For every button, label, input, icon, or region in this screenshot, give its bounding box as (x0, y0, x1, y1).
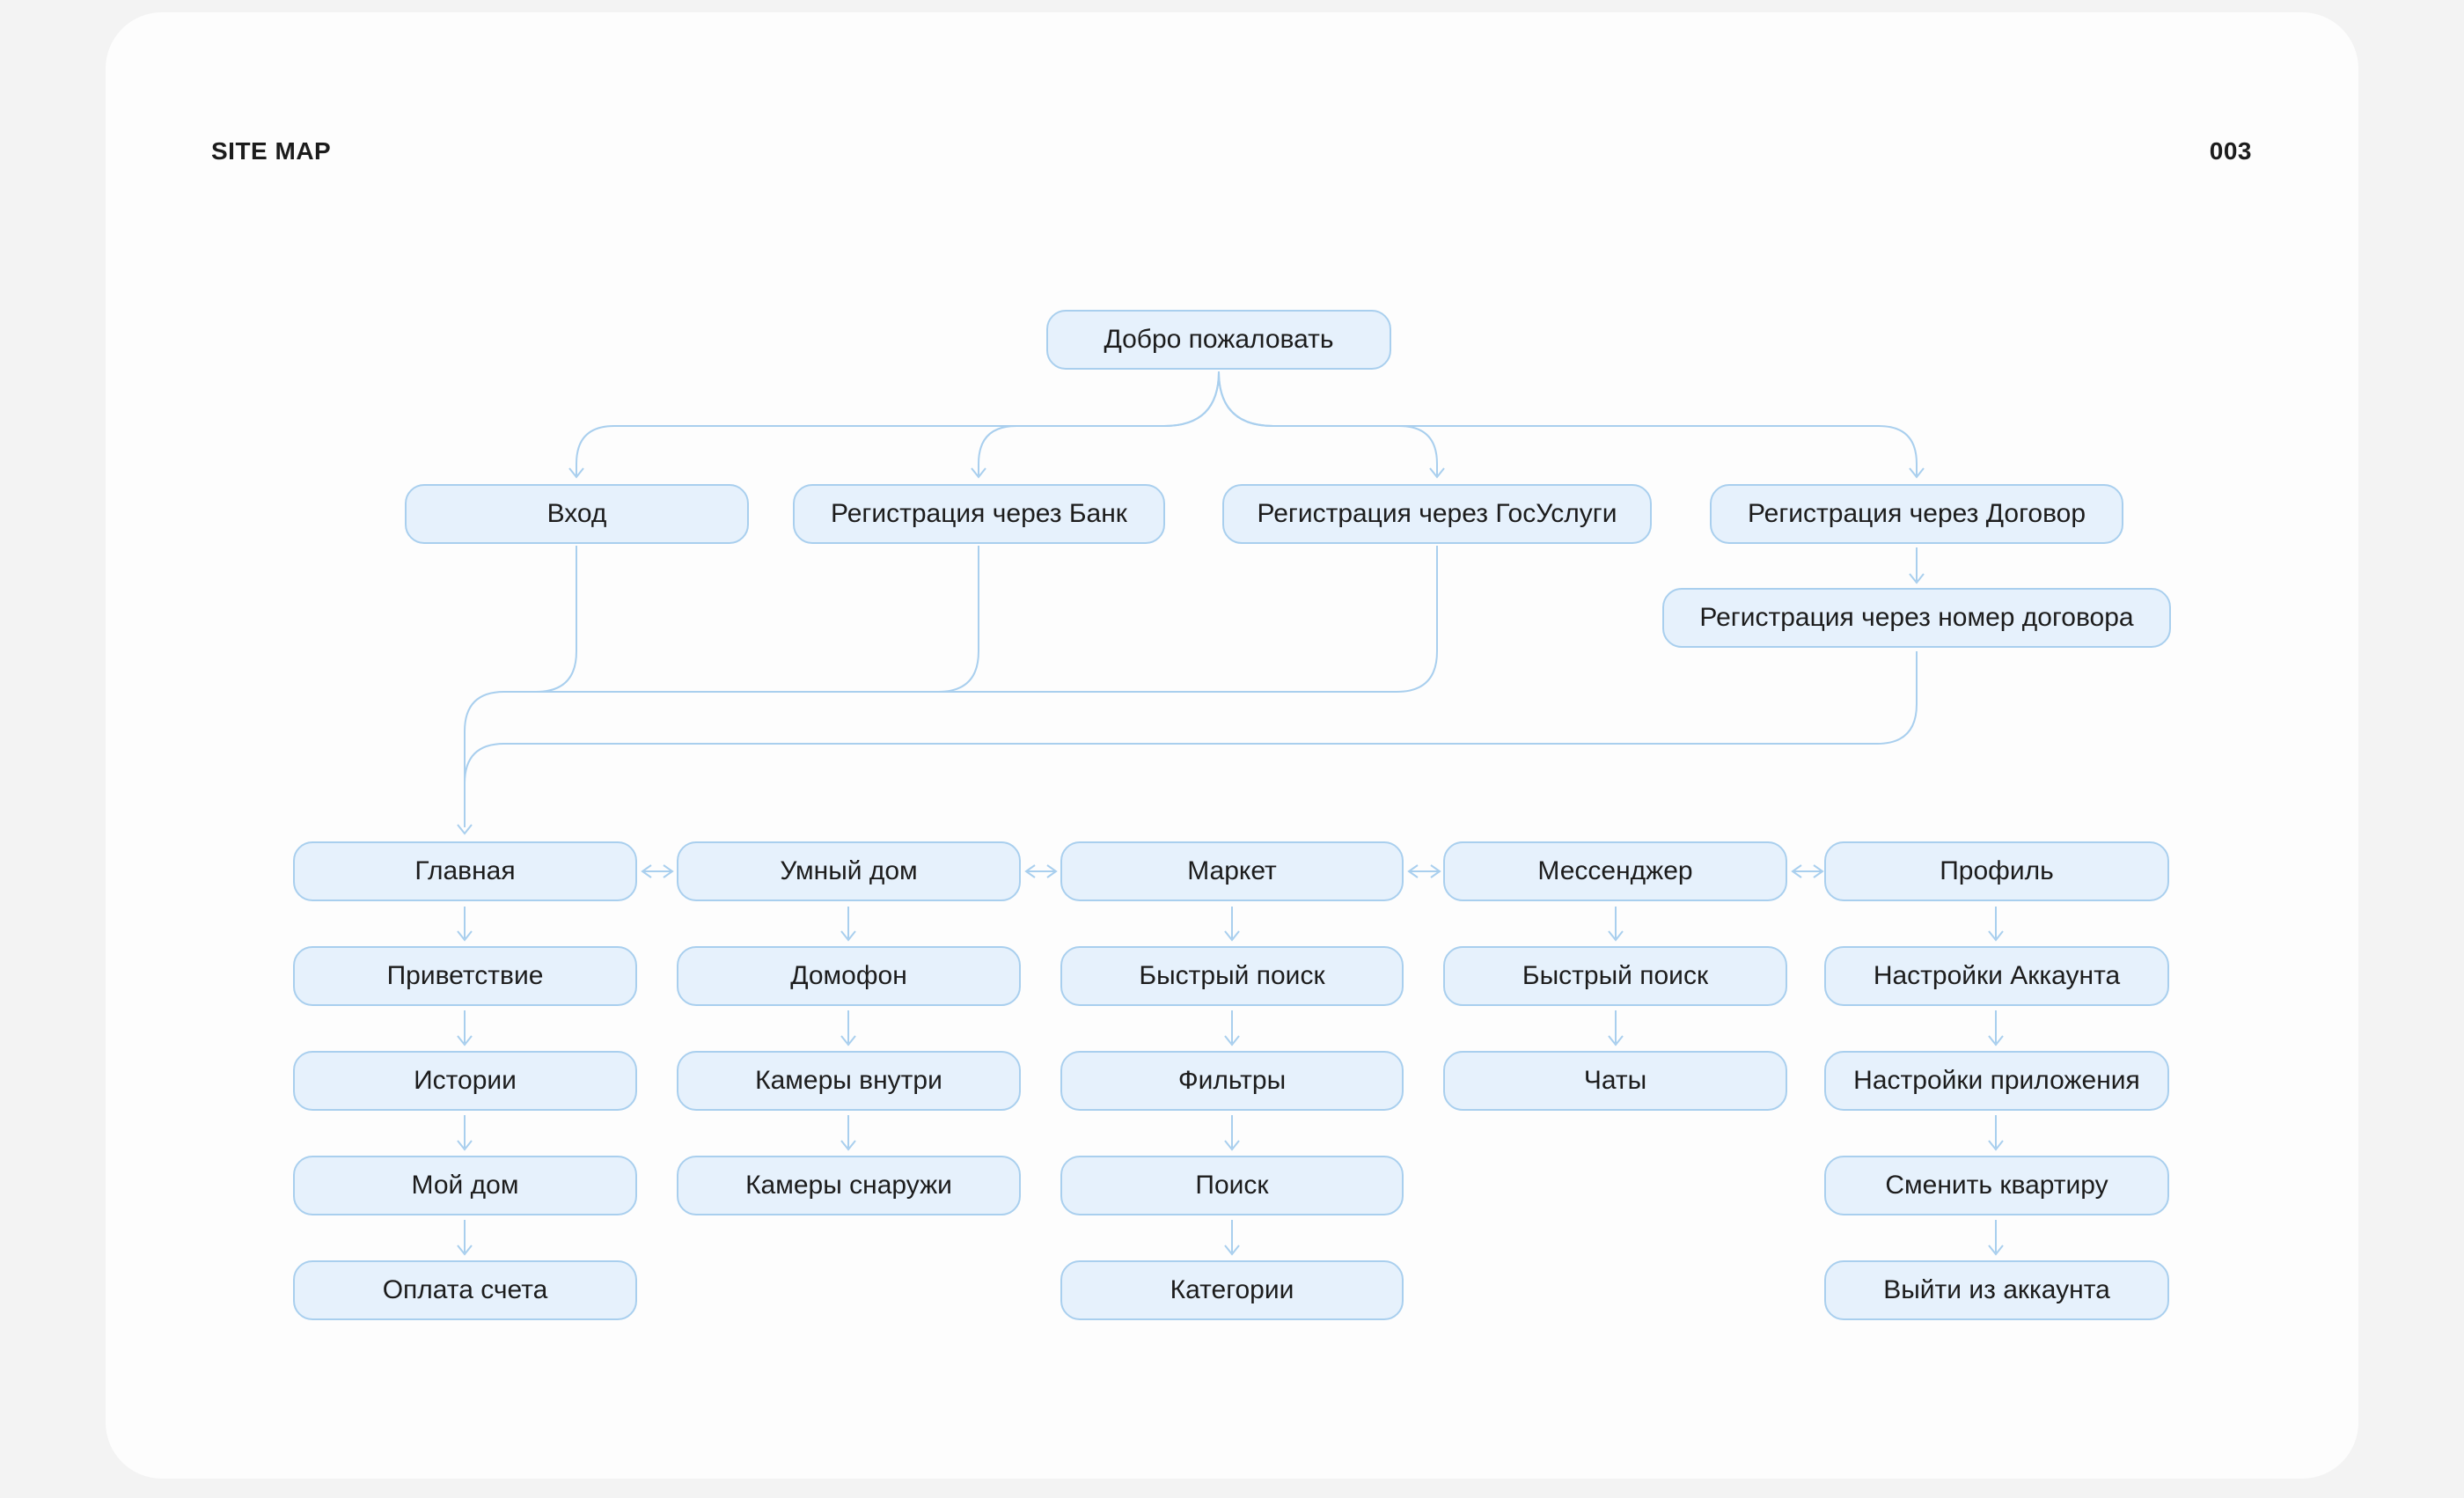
node-smart-home-item: Камеры внутри (677, 1051, 1021, 1111)
node-smart-home: Умный дом (677, 841, 1021, 901)
node-market: Маркет (1060, 841, 1404, 901)
node-profile-item: Настройки приложения (1824, 1051, 2169, 1111)
node-smart-home-item: Домофон (677, 946, 1021, 1006)
node-reg-gosuslugi: Регистрация через ГосУслуги (1222, 484, 1652, 544)
node-messenger: Мессенджер (1443, 841, 1787, 901)
node-profile-item: Настройки Аккаунта (1824, 946, 2169, 1006)
node-profile-item: Выйти из аккаунта (1824, 1260, 2169, 1320)
connector-contract-number-main (464, 651, 1918, 784)
node-reg-contract-number: Регистрация через номер договора (1662, 588, 2171, 648)
connector-login-main (464, 546, 577, 827)
page-number: 003 (2209, 137, 2252, 165)
node-welcome: Добро пожаловать (1046, 310, 1391, 370)
node-main-item: Приветствие (293, 946, 637, 1006)
node-profile-item: Сменить квартиру (1824, 1156, 2169, 1215)
column-arrows (457, 907, 2004, 1256)
connector-bank-main (536, 546, 979, 693)
page-title: SITE MAP (211, 137, 332, 165)
node-market-item: Поиск (1060, 1156, 1404, 1215)
connector-welcome-bank (978, 371, 1220, 475)
node-reg-bank: Регистрация через Банк (793, 484, 1165, 544)
node-main-item: Мой дом (293, 1156, 637, 1215)
node-market-item: Категории (1060, 1260, 1404, 1320)
node-market-item: Фильтры (1060, 1051, 1404, 1111)
node-reg-contract: Регистрация через Договор (1710, 484, 2123, 544)
node-main-item: Истории (293, 1051, 637, 1111)
connector-welcome-login (576, 371, 1220, 475)
node-market-item: Быстрый поиск (1060, 946, 1404, 1006)
node-main-item: Оплата счета (293, 1260, 637, 1320)
connector-gosuslugi-main (938, 546, 1438, 693)
node-profile: Профиль (1824, 841, 2169, 901)
node-main: Главная (293, 841, 637, 901)
node-smart-home-item: Камеры снаружи (677, 1156, 1021, 1215)
node-messenger-item: Чаты (1443, 1051, 1787, 1111)
node-login: Вход (405, 484, 749, 544)
connector-welcome-contract (1218, 371, 1918, 475)
node-messenger-item: Быстрый поиск (1443, 946, 1787, 1006)
